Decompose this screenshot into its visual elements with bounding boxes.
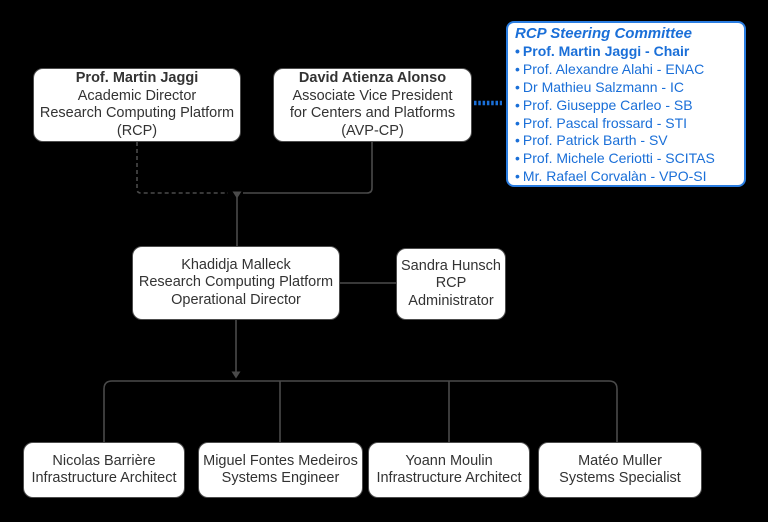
solid-connector-avp — [243, 141, 373, 194]
committee-member: • Prof. Pascal frossard - STI — [515, 115, 740, 133]
person-role: Operational Director — [171, 291, 301, 308]
committee-member: • Dr Mathieu Salzmann - IC — [515, 79, 740, 97]
person-org: Research Computing Platform — [138, 274, 334, 291]
steering-committee-panel: RCP Steering Committee • Prof. Martin Ja… — [506, 21, 746, 187]
committee-member-text: Prof. Martin Jaggi - Chair — [522, 42, 690, 59]
node-operational-director: Khadidja Malleck Research Computing Plat… — [132, 246, 340, 320]
bullet-icon: • — [515, 42, 520, 59]
committee-member: • Prof. Giuseppe Carleo - SB — [515, 97, 740, 115]
committee-member-text: Prof. Alexandre Alahi - ENAC — [522, 60, 705, 77]
bullet-icon: • — [515, 132, 520, 149]
person-role-2: for Centers and Platforms — [289, 105, 456, 121]
person-name: Nicolas Barrière — [52, 452, 156, 469]
bullet-icon: • — [515, 168, 520, 185]
team-distribution-line — [103, 380, 618, 442]
node-administrator: Sandra Hunsch RCP Administrator — [396, 248, 506, 320]
node-team-member-1: Nicolas Barrière Infrastructure Architec… — [23, 442, 185, 498]
committee-member: • Prof. Alexandre Alahi - ENAC — [515, 61, 740, 79]
person-role: Academic Director — [77, 87, 197, 104]
person-org-abbr: (RCP) — [116, 122, 158, 139]
bullet-icon: • — [515, 60, 520, 77]
committee-member-text: Prof. Patrick Barth - SV — [522, 132, 668, 149]
person-org-abbr: RCP — [435, 275, 467, 292]
person-name: Sandra Hunsch — [401, 257, 501, 274]
person-role: Systems Engineer — [221, 470, 340, 486]
person-role: Infrastructure Architect — [376, 470, 522, 486]
bullet-icon: • — [515, 78, 520, 95]
committee-member: • Mr. Rafael Corvalàn - VPO-SI — [515, 168, 740, 185]
committee-member-text: Mr. Rafael Corvalàn - VPO-SI — [522, 168, 707, 185]
bullet-icon: • — [515, 114, 520, 131]
person-name: David Atienza Alonso — [298, 70, 447, 86]
node-academic-director: Prof. Martin Jaggi Academic Director Res… — [33, 68, 241, 142]
committee-member: • Prof. Patrick Barth - SV — [515, 132, 740, 150]
person-role: Infrastructure Architect — [31, 470, 177, 486]
node-team-member-2: Miguel Fontes Medeiros Systems Engineer — [198, 442, 363, 498]
person-role: Administrator — [408, 292, 494, 309]
person-name: Miguel Fontes Medeiros — [203, 452, 358, 469]
committee-member-text: Prof. Pascal frossard - STI — [522, 114, 688, 131]
bullet-icon: • — [515, 96, 520, 113]
person-name: Matéo Muller — [578, 452, 662, 469]
person-org: Research Computing Platform — [39, 105, 235, 121]
bullet-icon: • — [515, 150, 520, 167]
person-name: Yoann Moulin — [405, 452, 493, 469]
person-org-abbr: (AVP-CP) — [341, 122, 404, 139]
node-team-member-3: Yoann Moulin Infrastructure Architect — [368, 442, 530, 498]
arrowhead-top-junction — [232, 191, 242, 199]
dashed-connector-academic — [136, 142, 228, 194]
person-role: Associate Vice President — [292, 87, 453, 104]
person-name: Prof. Martin Jaggi — [75, 70, 199, 86]
arrowhead-bottom-junction — [231, 371, 241, 379]
committee-title: RCP Steering Committee — [515, 25, 692, 42]
committee-member-text: Prof. Michele Ceriotti - SCITAS — [522, 150, 715, 167]
person-name: Khadidja Malleck — [181, 256, 291, 273]
person-role: Systems Specialist — [559, 470, 681, 486]
node-team-member-4: Matéo Muller Systems Specialist — [538, 442, 702, 498]
committee-member-text: Dr Mathieu Salzmann - IC — [522, 78, 684, 95]
node-avp-cp: David Atienza Alonso Associate Vice Pres… — [273, 68, 472, 142]
committee-member: • Prof. Michele Ceriotti - SCITAS — [515, 150, 740, 168]
committee-member: • Prof. Martin Jaggi - Chair — [515, 43, 740, 61]
committee-member-text: Prof. Giuseppe Carleo - SB — [522, 96, 693, 113]
